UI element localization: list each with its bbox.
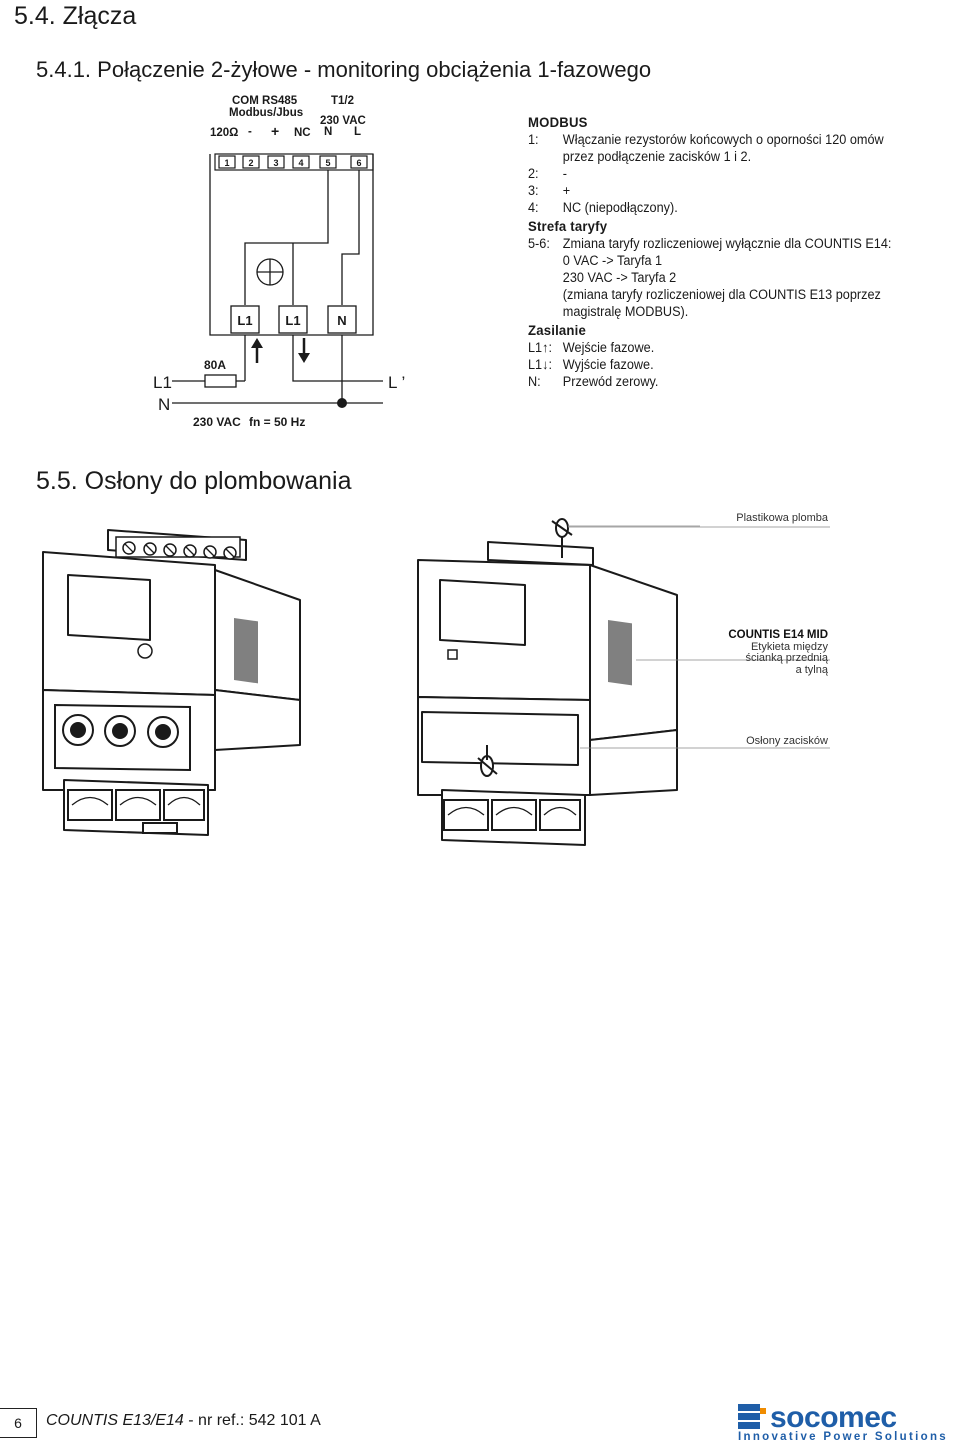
frequency-label: fn = 50 Hz [249,415,305,429]
meter-with-covers [417,518,700,846]
legend-row: 0 VAC -> Taryfa 1 [562,253,663,268]
neutral-junction [337,398,347,408]
subsection-heading: 5.4.1. Połączenie 2-żyłowe - monitoring … [36,57,652,82]
l1-in-label: L1 [237,313,252,328]
callout-label-line2: ścianką przednią [745,652,828,664]
footer-product: COUNTIS E13/E14 [46,1412,184,1429]
terminal-3: 3 [273,158,278,168]
terminal-2: 2 [248,158,253,168]
fuse-label: 80A [204,358,226,372]
legend-row: L1↑:Wejście fazowe. [528,340,655,355]
ohm-label: 120Ω [210,127,238,139]
minus-label: - [248,126,252,138]
button [137,643,153,659]
footer-reference: COUNTIS E13/E14 - nr ref.: 542 101 A [46,1412,321,1430]
meter-without-covers [42,529,301,836]
legend-row: 5-6:Zmiana taryfy rozliczeniowej wyłączn… [528,236,892,251]
line-n-label: N [158,395,170,414]
l-small-label: L [354,126,361,138]
plastic-seal-bottom-icon [477,745,498,777]
nc-label: NC [294,127,311,139]
tariff-title: Strefa taryfy [528,218,608,234]
brand-name: socomec [770,1401,897,1434]
terminal-5: 5 [325,158,330,168]
callout-product-label: COUNTIS E14 MID Etykieta między ścianką … [728,629,828,676]
socomec-logo-icon [738,1404,766,1429]
power-title: Zasilanie [528,322,587,338]
callout-product-name: COUNTIS E14 MID [728,629,828,641]
legend-row: 230 VAC -> Taryfa 2 [562,270,677,285]
callout-plastic-seal: Plastikowa plomba [736,512,828,524]
vac-top-label: 230 VAC [320,115,366,127]
label-area [234,618,258,684]
section-heading-seals: 5.5. Osłony do plombowania [36,467,352,495]
button [447,649,458,660]
section-heading: 5.4. Złącza [14,2,137,30]
legend-row: magistralę MODBUS). [562,304,689,319]
legend: MODBUS 1:Włączanie rezystorów końcowych … [528,114,923,390]
terminal-4: 4 [298,158,303,168]
l1-in-arrow-icon [251,338,263,363]
n-box-label: N [337,313,346,328]
modbus-title: MODBUS [528,114,588,130]
l1-out-arrow-icon [298,338,310,363]
brand-tagline: Innovative Power Solutions [738,1431,948,1442]
callout-terminal-covers: Osłony zacisków [746,735,828,747]
n-small-label: N [324,126,332,138]
modbus-label: Modbus/Jbus [229,107,303,119]
terminal-box-l1-in [230,305,260,334]
callout-leaders [568,526,830,749]
legend-row: L1↓:Wyjście fazowe. [528,357,654,372]
fuse [204,374,237,388]
callout-label-line1: Etykieta między [750,640,828,653]
legend-row: przez podłączenie zacisków 1 i 2. [562,149,752,164]
label-area [608,620,632,686]
legend-row: N:Przewód zerowy. [528,374,659,389]
terminal-box-n [327,305,357,334]
socomec-logo: socomec Innovative Power Solutions [736,1400,956,1443]
plus-label: + [271,123,279,139]
vac-bottom-label: 230 VAC [193,415,241,429]
l1-out-label: L1 [285,313,300,328]
footer-ref: - nr ref.: 542 101 A [183,1412,321,1429]
terminal-6: 6 [356,158,361,168]
line-l1-label: L1 [153,373,172,392]
t12-label: T1/2 [331,95,354,107]
legend-row: 1:Włączanie rezystorów końcowych o oporn… [528,132,884,147]
legend-row: (zmiana taryfy rozliczeniowej dla COUNTI… [562,287,881,302]
plastic-seal-top-icon [551,518,573,558]
wiring-diagram: COM RS485 Modbus/Jbus T1/2 230 VAC 120Ω … [153,95,405,429]
terminal-box-l1-out [278,305,308,334]
terminal-1: 1 [224,158,229,168]
legend-row: 4:NC (niepodłączony). [528,200,678,215]
legend-row: 3:+ [528,183,571,198]
callout-label-line3: a tylną [795,663,828,676]
com-label: COM RS485 [232,95,298,107]
l-prime-label: L ’ [388,373,405,392]
page-number: 6 [0,1408,37,1438]
legend-row: 2:- [528,166,568,181]
